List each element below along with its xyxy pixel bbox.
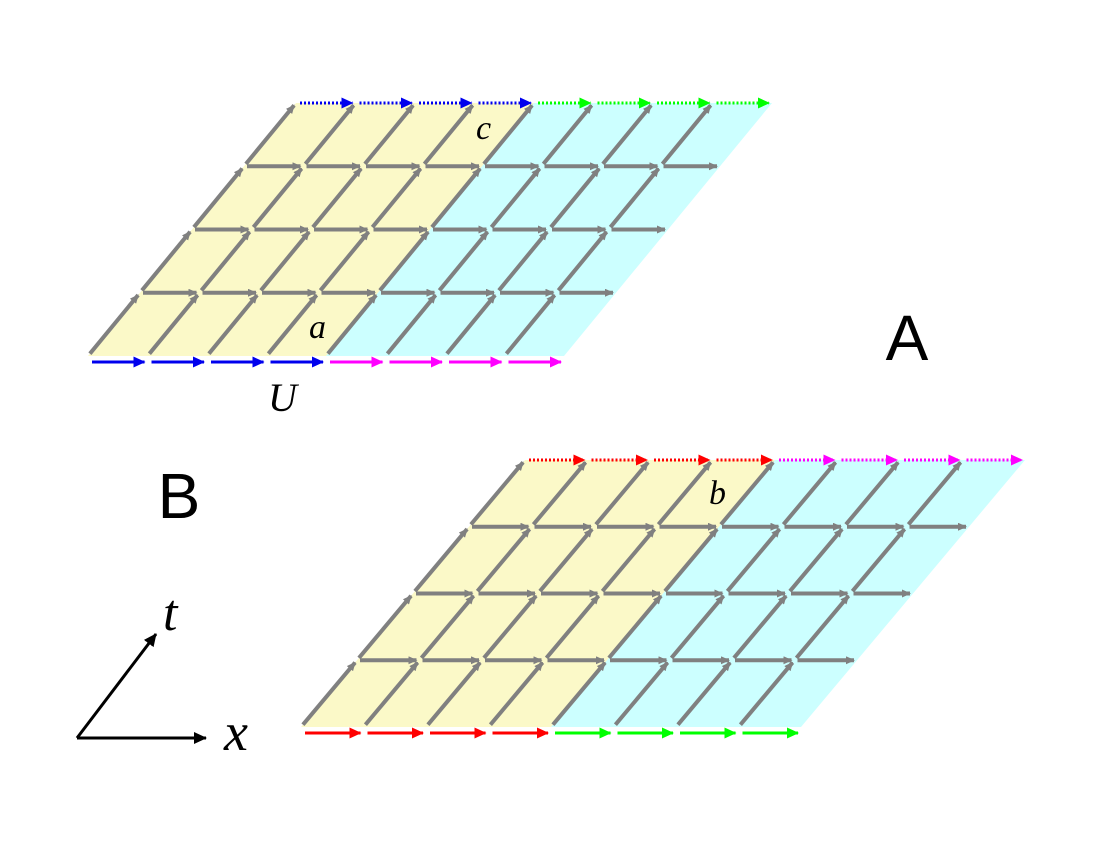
time-link-arrow — [311, 167, 363, 229]
time-link-arrow — [738, 661, 795, 726]
region-a-label: A — [885, 301, 929, 374]
lattice-top — [88, 97, 772, 368]
point-label-b: b — [709, 475, 726, 512]
time-link-arrow — [207, 293, 259, 355]
time-link-arrow — [669, 594, 726, 660]
time-link-arrow — [538, 527, 594, 593]
time-link-arrow — [251, 167, 304, 229]
space-axis-label: x — [224, 702, 248, 762]
region-a-fill — [326, 103, 772, 356]
time-link-arrow — [140, 230, 192, 292]
time-axis-label: t — [163, 585, 178, 642]
time-link-arrow — [781, 461, 838, 526]
time-link-arrow — [419, 594, 476, 660]
time-link-arrow — [437, 230, 490, 292]
time-link-arrow — [413, 527, 469, 593]
time-link-arrow — [363, 661, 420, 726]
time-link-arrow — [676, 661, 732, 726]
time-link-arrow — [725, 527, 782, 593]
time-link-arrow — [370, 167, 423, 229]
time-link-arrow — [301, 661, 357, 726]
time-link-arrow — [482, 104, 534, 166]
time-link-arrow — [504, 293, 557, 355]
time-link-arrow — [732, 594, 788, 660]
time-link-arrow — [844, 461, 900, 526]
time-link-arrow — [259, 230, 311, 292]
time-link-arrow — [318, 230, 371, 292]
time-link-arrow — [147, 293, 200, 355]
lattice-bottom — [301, 454, 1025, 739]
time-link-arrow — [794, 594, 851, 660]
region-b-fill — [301, 460, 775, 727]
time-link-arrow — [600, 527, 657, 593]
time-link-arrow — [551, 661, 607, 726]
time-link-arrow — [469, 461, 525, 526]
time-link-arrow — [244, 104, 296, 166]
time-link-arrow — [497, 230, 549, 292]
time-link-arrow — [850, 527, 907, 593]
time-link-arrow — [608, 167, 661, 229]
region-b-fill — [88, 103, 534, 356]
time-link-arrow — [607, 594, 663, 660]
time-link-arrow — [363, 104, 415, 166]
operator-label-u: U — [268, 375, 297, 420]
time-link-arrow — [531, 461, 588, 526]
time-link-arrow — [488, 661, 545, 726]
time-link-arrow — [482, 594, 538, 660]
time-link-arrow — [192, 167, 244, 229]
time-link-arrow — [357, 594, 413, 660]
time-axis-arrow — [75, 633, 158, 739]
time-link-arrow — [613, 661, 670, 726]
coordinate-axes — [75, 633, 207, 744]
time-link-arrow — [430, 167, 482, 229]
time-link-arrow — [663, 527, 719, 593]
time-link-arrow — [549, 167, 601, 229]
time-link-arrow — [445, 293, 497, 355]
time-link-arrow — [906, 461, 963, 526]
time-link-arrow — [594, 461, 650, 526]
time-link-arrow — [656, 461, 713, 526]
time-link-arrow — [378, 230, 430, 292]
time-link-arrow — [601, 104, 653, 166]
time-link-arrow — [541, 104, 594, 166]
point-label-c: c — [476, 110, 492, 147]
time-link-arrow — [660, 104, 713, 166]
time-link-arrow — [199, 230, 252, 292]
time-link-arrow — [544, 594, 601, 660]
time-link-arrow — [422, 104, 475, 166]
region-b-label: B — [157, 459, 201, 532]
point-label-a: a — [309, 309, 326, 346]
time-link-arrow — [266, 293, 319, 355]
time-link-arrow — [556, 230, 609, 292]
time-link-arrow — [88, 293, 140, 355]
time-link-arrow — [475, 527, 532, 593]
time-link-arrow — [489, 167, 542, 229]
time-link-arrow — [788, 527, 844, 593]
time-link-arrow — [385, 293, 438, 355]
time-link-arrow — [426, 661, 482, 726]
region-a-fill — [551, 460, 1025, 727]
time-link-arrow — [719, 461, 775, 526]
time-link-arrow — [303, 104, 356, 166]
time-link-arrow — [326, 293, 378, 355]
